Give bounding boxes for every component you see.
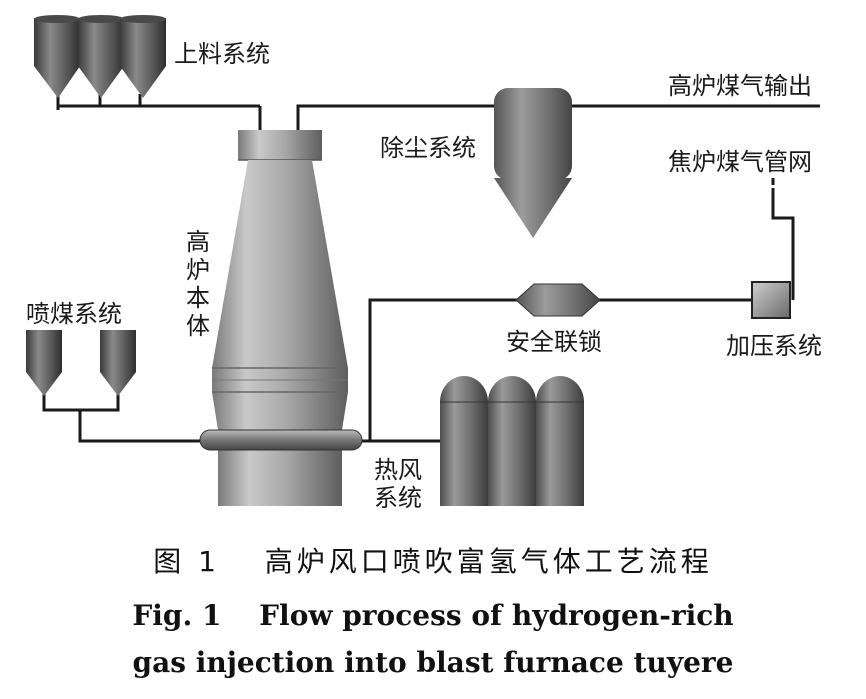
charging-hopper bbox=[120, 15, 166, 98]
figure-caption-english-line1: Fig. 1 Flow process of hydrogen-rich bbox=[132, 599, 734, 632]
top-gas-pipe bbox=[296, 104, 820, 132]
hot-blast-stove bbox=[536, 376, 584, 506]
hot-blast-stove bbox=[488, 376, 536, 506]
coal-injection-pipe bbox=[42, 394, 200, 443]
label-furnace-body-2: 炉 bbox=[186, 256, 210, 284]
safety-interlock-valve bbox=[515, 283, 601, 317]
blast-furnace bbox=[199, 130, 363, 506]
furnace-shaft bbox=[212, 160, 348, 368]
hot-blast-stoves bbox=[440, 376, 584, 506]
process-flow-diagram: 上料系统 高炉煤气输出 除尘系统 焦炉煤气管网 高 炉 本 体 喷煤系统 安全联… bbox=[26, 15, 822, 512]
figure-caption-chinese: 图 1 高炉风口喷吹富氢气体工艺流程 bbox=[153, 545, 713, 578]
label-furnace-body-3: 本 bbox=[186, 284, 210, 312]
label-coke-oven-gas-network: 焦炉煤气管网 bbox=[668, 148, 812, 176]
label-safety-interlock: 安全联锁 bbox=[506, 328, 602, 356]
figure-caption-english-line2: gas injection into blast furnace tuyere bbox=[132, 646, 734, 679]
pipelines bbox=[42, 94, 820, 443]
label-coal-injection: 喷煤系统 bbox=[26, 300, 122, 328]
hot-blast-stove bbox=[440, 376, 488, 506]
charging-hoppers bbox=[34, 15, 166, 98]
bustle-pipe-ring bbox=[199, 429, 363, 451]
coal-injection-tank bbox=[100, 330, 136, 396]
label-dust-removal: 除尘系统 bbox=[380, 134, 476, 162]
label-pressurization: 加压系统 bbox=[726, 332, 822, 360]
label-hot-blast-1: 热风 bbox=[374, 456, 422, 484]
furnace-top bbox=[238, 130, 322, 160]
coal-injection-tank bbox=[26, 330, 62, 396]
hydrogen-gas-pipe bbox=[368, 178, 795, 441]
label-hot-blast-2: 系统 bbox=[374, 484, 422, 512]
furnace-hearth bbox=[218, 448, 342, 506]
pressurization-unit bbox=[751, 281, 791, 319]
furnace-bosh bbox=[212, 392, 348, 430]
label-charging-system: 上料系统 bbox=[174, 40, 270, 68]
charging-hopper bbox=[78, 15, 124, 98]
label-furnace-body-1: 高 bbox=[186, 228, 210, 256]
dust-catcher bbox=[494, 88, 572, 238]
label-furnace-body-4: 体 bbox=[186, 312, 210, 340]
charging-feed-pipe bbox=[56, 94, 262, 132]
coal-injection-tanks bbox=[26, 330, 136, 396]
label-bf-gas-output: 高炉煤气输出 bbox=[668, 72, 812, 100]
charging-hopper bbox=[34, 15, 80, 98]
